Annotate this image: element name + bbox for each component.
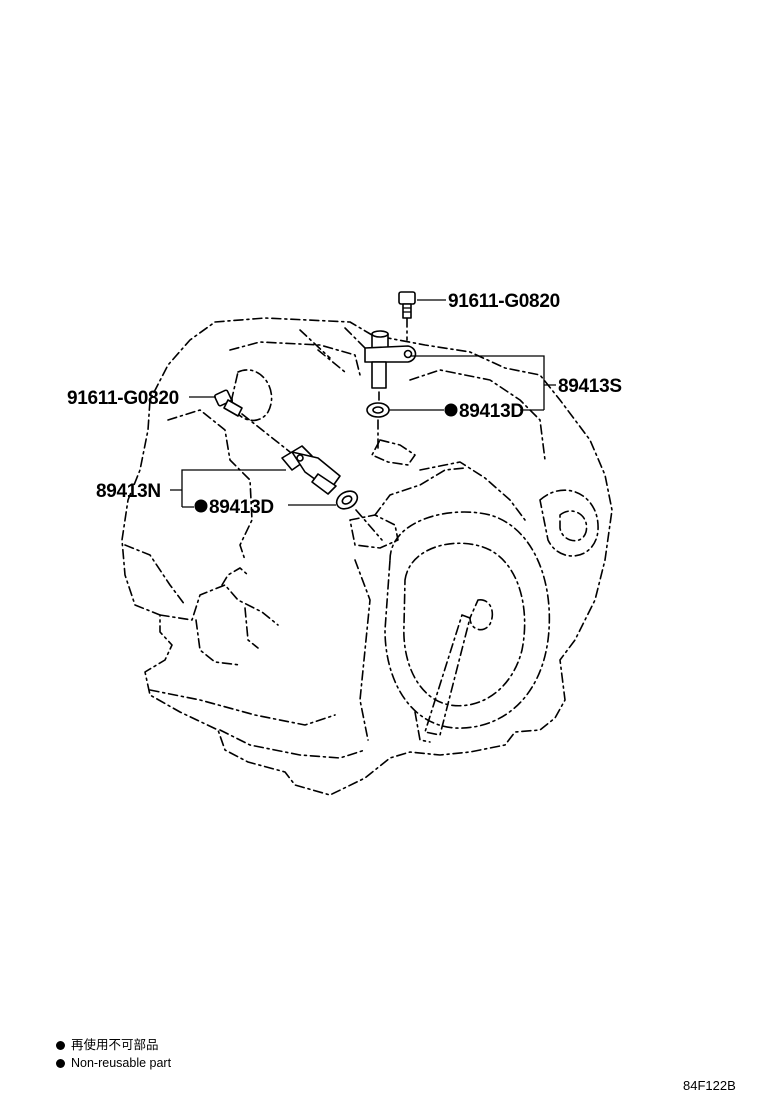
leader-lines xyxy=(170,299,556,508)
legend: 再使用不可部品 Non-reusable part xyxy=(56,1036,171,1072)
legend-text-jp: 再使用不可部品 xyxy=(71,1038,159,1052)
oring-top-part xyxy=(366,402,390,449)
callout-sensor-right: 89413S xyxy=(558,376,622,397)
callout-bolt-top: 91611-G0820 xyxy=(448,291,560,312)
bullet-icon xyxy=(56,1040,65,1050)
legend-row-en: Non-reusable part xyxy=(56,1054,171,1072)
callout-bolt-left: 91611-G0820 xyxy=(67,388,179,409)
bullet-icon xyxy=(56,1058,65,1068)
oring-left-part xyxy=(335,490,383,541)
callout-oring-left: 89413D xyxy=(209,497,274,518)
sensor-top-part xyxy=(364,330,417,401)
bolt-top-part xyxy=(398,291,416,341)
sensor-left-part xyxy=(281,445,341,495)
callout-oring-right: 89413D xyxy=(459,401,524,422)
legend-text-en: Non-reusable part xyxy=(71,1056,172,1070)
non-reusable-marker-icon xyxy=(444,403,458,417)
bolt-left-part xyxy=(213,389,291,453)
callout-sensor-left: 89413N xyxy=(96,481,161,502)
transmission-housing xyxy=(121,317,613,796)
figure-code: 84F122B xyxy=(683,1078,736,1093)
non-reusable-marker-icon xyxy=(194,499,208,513)
bell-housing xyxy=(384,511,551,743)
legend-row-jp: 再使用不可部品 xyxy=(56,1036,171,1054)
